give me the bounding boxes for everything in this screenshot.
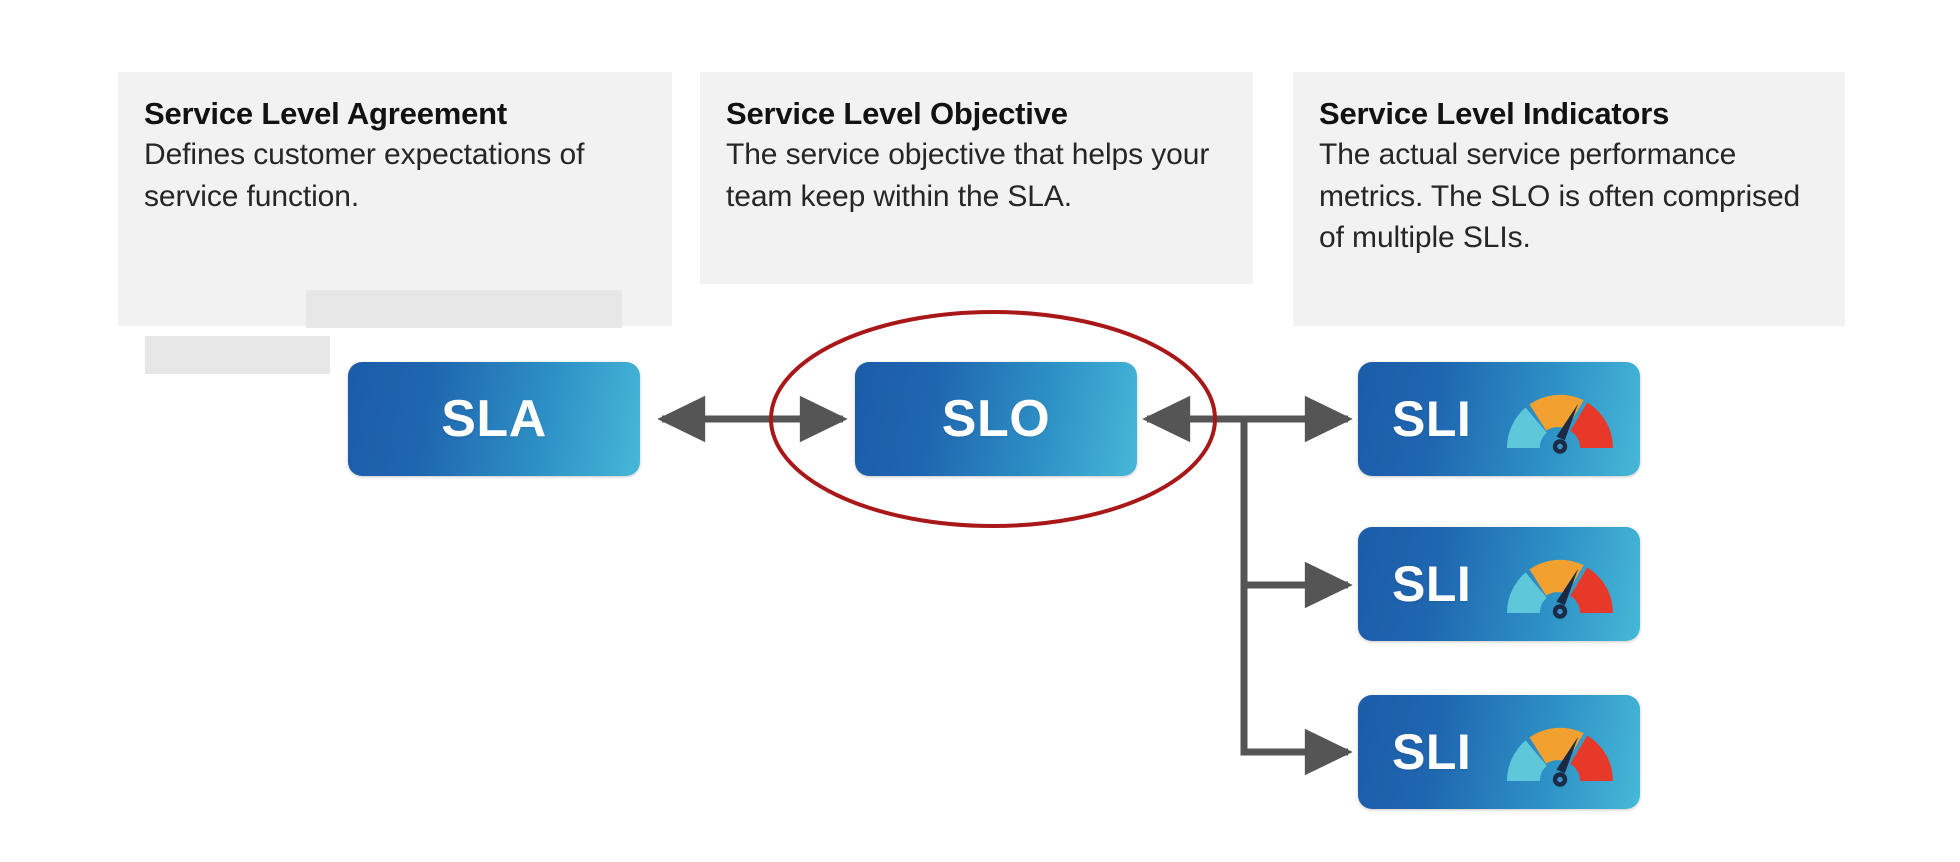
panel-body: Defines customer expectations of service…	[144, 138, 585, 213]
panel-body: The service objective that helps your te…	[726, 138, 1210, 213]
node-label: SLO	[941, 390, 1051, 448]
gauge-icon	[1507, 394, 1614, 454]
redaction-block-2	[145, 336, 330, 374]
panel-service-level-indicators: Service Level Indicators The actual serv…	[1293, 72, 1845, 326]
node-slo[interactable]: SLO	[855, 362, 1137, 476]
panel-title: Service Level Objective	[726, 96, 1068, 131]
panel-service-level-agreement: Service Level Agreement Defines customer…	[118, 72, 672, 374]
panel-service-level-objective: Service Level Objective The service obje…	[700, 72, 1253, 284]
node-label: SLI	[1392, 391, 1472, 447]
node-sli-1[interactable]: SLI	[1358, 362, 1640, 476]
panel-body: The actual service performance metrics. …	[1319, 138, 1801, 255]
node-sli-3[interactable]: SLI	[1358, 695, 1640, 809]
gauge-icon	[1507, 727, 1614, 787]
node-label: SLA	[441, 390, 547, 448]
gauge-icon	[1507, 559, 1614, 619]
panel-title: Service Level Indicators	[1319, 96, 1670, 131]
node-sli-2[interactable]: SLI	[1358, 527, 1640, 641]
node-label: SLI	[1392, 556, 1472, 612]
redaction-block-1	[306, 290, 622, 328]
panel-title: Service Level Agreement	[144, 96, 507, 131]
node-sla[interactable]: SLA	[348, 362, 640, 476]
node-label: SLI	[1392, 724, 1472, 780]
